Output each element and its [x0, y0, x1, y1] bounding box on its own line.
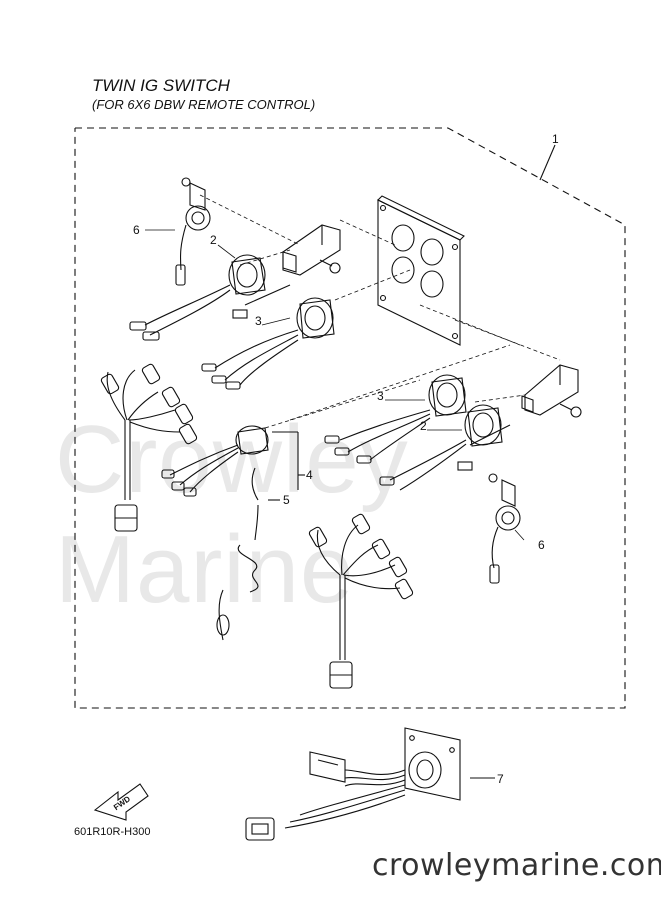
callout-1: 1 [552, 132, 559, 146]
bracket-upper [282, 224, 341, 276]
callout-3-lower: 3 [377, 389, 384, 403]
key-switch-assembly [161, 425, 305, 641]
callout-2-upper: 2 [210, 233, 217, 247]
choke-switch-upper [201, 297, 335, 390]
callout-5: 5 [283, 493, 290, 507]
callout-2-lower: 2 [420, 419, 427, 433]
diagram-subtitle: (FOR 6X6 DBW REMOTE CONTROL) [92, 97, 316, 112]
switch-panel [377, 195, 465, 346]
callout-3-upper: 3 [255, 314, 262, 328]
choke-switch-lower [324, 374, 467, 464]
kit-boundary [74, 127, 626, 709]
diagram-title: TWIN IG SWITCH [92, 76, 230, 95]
fwd-arrow-icon [93, 783, 149, 821]
site-footer: crowleymarine.com [372, 848, 661, 883]
bracket-lower [521, 364, 579, 416]
single-switch-assembly [245, 727, 495, 841]
guide-lines [199, 194, 561, 429]
watermark: Crowley Marine [55, 406, 409, 623]
screws [181, 177, 582, 483]
part-code: 601R10R-H300 [74, 826, 151, 838]
stop-switch-lower [489, 479, 521, 584]
callout-6-upper: 6 [133, 223, 140, 237]
main-switch-lower [379, 404, 511, 491]
callout-7: 7 [497, 772, 504, 786]
harness-center [308, 513, 414, 689]
stop-switch-upper [175, 182, 211, 286]
callout-leaders [145, 229, 525, 541]
callout-4: 4 [306, 468, 313, 482]
harness-left [100, 363, 198, 532]
callout-6-lower: 6 [538, 538, 545, 552]
main-switch-upper [129, 254, 291, 341]
